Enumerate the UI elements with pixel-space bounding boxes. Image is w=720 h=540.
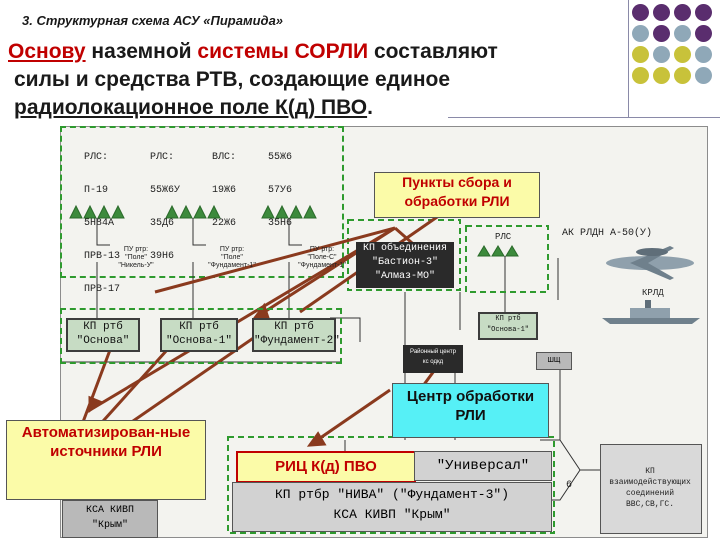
headline-text: составляют <box>368 40 498 63</box>
kp-association-title: КП объединения <box>362 243 447 254</box>
radar-item: 57У6 <box>268 185 293 196</box>
decorative-dot <box>695 46 712 63</box>
ksa-left-box: КСА КИВП "Крым" <box>62 500 158 538</box>
decorative-vertical-line <box>628 0 629 118</box>
headline-word-basis: Основу <box>8 40 86 63</box>
decorative-dot <box>674 4 691 21</box>
kp-rtbr-box: КП ртбр "НИВА" ("Фундамент-3") КСА КИВП … <box>232 482 552 532</box>
decorative-dot <box>695 4 712 21</box>
kp-rtb-name: "Фундамент-2" <box>254 335 340 347</box>
decorative-dot <box>695 25 712 42</box>
kp-interaction-line: ВВС,СВ,ГС. <box>625 500 674 509</box>
decorative-dot <box>632 46 649 63</box>
radar-item: 55Ж6У <box>150 185 181 196</box>
kp-rtbr-sub: КСА КИВП "Крым" <box>333 507 451 522</box>
kp-interaction-line: взаимодействующих <box>609 478 691 487</box>
decorative-dot <box>632 67 649 84</box>
kp-association-name: "Алмаз-МО" <box>374 271 435 282</box>
decorative-dot <box>653 67 670 84</box>
kp-interaction-title: КП <box>645 467 655 476</box>
callout-automated-sources: Автоматизирован-ные источники РЛИ <box>6 420 206 500</box>
radar-column-header: 55Ж6 <box>268 152 293 163</box>
radar-column-header: РЛС: <box>84 152 109 163</box>
radar-item: 22Ж6 <box>212 218 237 229</box>
radar-item: ПРВ-17 <box>84 284 121 295</box>
kp-rtb-name: "Основа-1" <box>165 335 232 347</box>
ksa-left-name: "Крым" <box>91 520 128 531</box>
decorative-dot <box>653 46 670 63</box>
callout-collection-points: Пункты сбора и обработки РЛИ <box>374 172 540 218</box>
pu-label-3: ПУ ртр: "Поле-С" "Фундамент-1" <box>298 246 346 269</box>
radar-item: 35Н6 <box>268 218 293 229</box>
kp-small-title: КП ртб <box>495 315 521 323</box>
page-title: 3. Структурная схема АСУ «Пирамида» <box>22 13 284 28</box>
radar-column-header: ВЛС: <box>212 152 237 163</box>
decorative-dot <box>653 25 670 42</box>
kp-rtbr-title: КП ртбр "НИВА" ("Фундамент-3") <box>274 487 510 502</box>
headline-radar-field: радиолокационное поле К(д) ПВО <box>14 96 368 119</box>
radar-item: П-19 <box>84 185 109 196</box>
kp-small-box: КП ртб "Основа-1" <box>478 312 538 340</box>
ship-icon <box>602 300 700 324</box>
decorative-dot <box>674 67 691 84</box>
radar-item: 19Ж6 <box>212 185 237 196</box>
radar-column-header: РЛС: <box>150 152 175 163</box>
radar-column-2: РЛС: 55Ж6У 35Д6 39Н6 <box>150 130 180 273</box>
kp-association-name: "Бастион-3" <box>371 257 438 268</box>
headline-line-2: силы и средства РТВ, создающие единое <box>14 68 451 91</box>
callout-ric: РИЦ К(д) ПВО <box>236 451 416 483</box>
kp-rtb-box-1: КП ртб "Основа" <box>66 318 140 352</box>
regional-center-title: Районный центр <box>410 349 456 355</box>
radar-item: 35Д6 <box>150 218 175 229</box>
decorative-dot <box>632 25 649 42</box>
headline-system: системы СОРЛИ <box>197 40 369 63</box>
pu-label-1: ПУ ртр: "Поле" "Никель-У" <box>118 246 154 269</box>
six-label: 6 <box>566 480 573 491</box>
headline-line-3: радиолокационное поле К(д) ПВО. <box>14 96 373 120</box>
regional-center-box: Районный центр кс одкд <box>403 345 463 373</box>
radar-column-4: 55Ж6 57У6 35Н6 <box>268 130 292 240</box>
kp-interaction-line: соединений <box>625 489 674 498</box>
kp-rtb-name: "Основа" <box>76 335 130 347</box>
kp-rtb-title: КП ртб <box>83 321 123 333</box>
kp-interaction-text: КП взаимодействующих соединений ВВС,СВ,Г… <box>606 466 694 510</box>
kp-right-small-box: ШЩ <box>536 352 572 370</box>
headline-text: наземной <box>85 40 198 63</box>
kp-small-name: "Основа-1" <box>486 326 529 334</box>
headline-line-1: Основу наземной системы СОРЛИ составляют <box>8 40 498 64</box>
kp-rtb-title: КП ртб <box>179 321 219 333</box>
aircraft-icon <box>606 246 694 280</box>
antenna-group-icon <box>69 204 519 257</box>
kp-rtb-group-frame <box>60 308 342 364</box>
radar-item: 39Н6 <box>150 251 175 262</box>
decorative-dot <box>653 4 670 21</box>
decorative-dot <box>632 4 649 21</box>
radar-item: ПРВ-13 <box>84 251 121 262</box>
decorative-horizontal-line <box>448 117 720 118</box>
krld-label: КРЛД <box>642 288 664 298</box>
kp-association-box: КП объединения "Бастион-3" "Алмаз-МО" <box>356 242 454 288</box>
kp-rtb-title: КП ртб <box>274 321 314 333</box>
rls-label: РЛС <box>495 232 512 242</box>
callout-processing-center: Центр обработки РЛИ <box>392 383 549 438</box>
regional-center-sub: кс одкд <box>422 359 444 365</box>
radar-column-3: ВЛС: 19Ж6 22Ж6 <box>212 130 236 240</box>
kp-interaction-frame <box>600 444 702 534</box>
kp-rtb-box-3: КП ртб "Фундамент-2" <box>252 318 340 352</box>
radar-item: 5Н84А <box>84 218 115 229</box>
pu-label-2: ПУ ртр: "Поле" "Фундамент-1" <box>208 246 256 269</box>
kp-rtb-box-2: КП ртб "Основа-1" <box>160 318 238 352</box>
radar-column-1: РЛС: П-19 5Н84А ПРВ-13 ПРВ-17 <box>84 130 120 306</box>
ac-rldn-label: АК РЛДН А-50(У) <box>562 228 653 239</box>
decorative-dot <box>674 25 691 42</box>
ksa-left-title: КСА КИВП <box>85 505 134 516</box>
universal-box: "Универсал" <box>414 451 552 481</box>
decorative-dot <box>695 67 712 84</box>
decorative-dot <box>674 46 691 63</box>
headline-period: . <box>367 96 373 119</box>
radar-group-frame <box>60 126 344 278</box>
